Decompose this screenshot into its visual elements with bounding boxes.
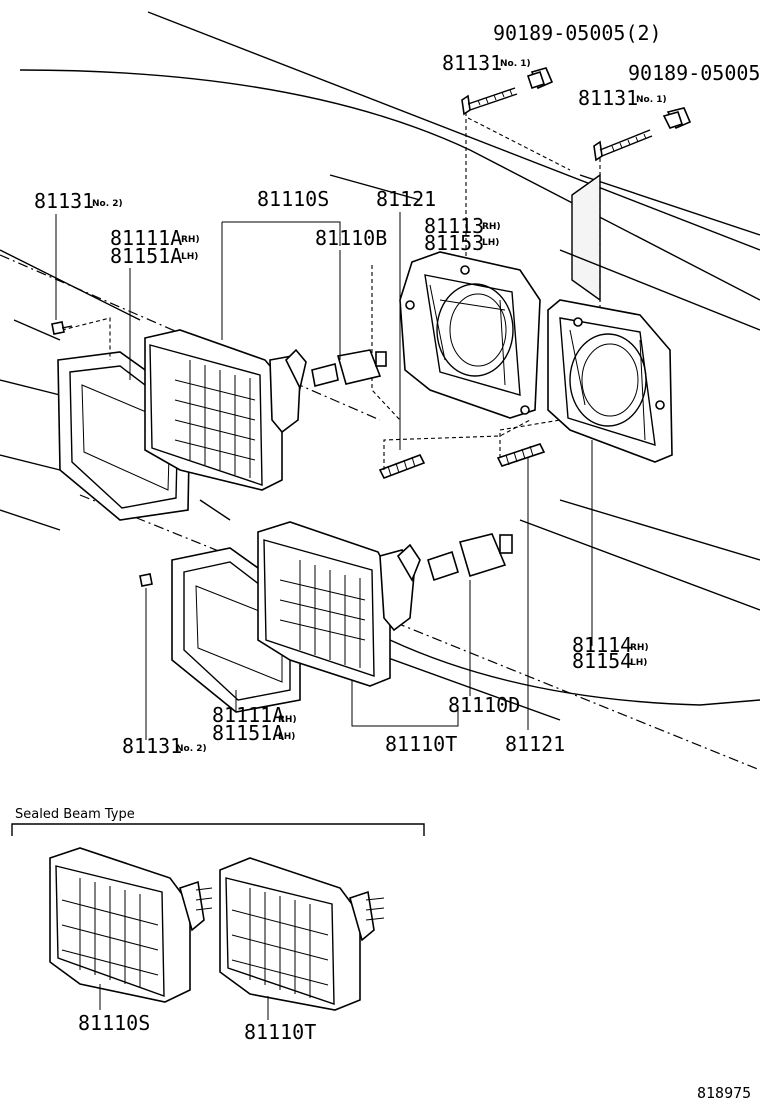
spring-81121-b xyxy=(496,443,546,467)
label-81131-left: 81131 xyxy=(34,189,94,213)
screw-81131-no2-bottom xyxy=(139,573,153,587)
label-81131-left-note: No. 2) xyxy=(92,199,123,209)
label-81131-bottom: 81131 xyxy=(122,734,182,758)
bulb-81110b xyxy=(311,349,387,387)
headlamp-unit-81110t xyxy=(257,521,421,687)
label-81113-side: RH) xyxy=(482,222,501,232)
nut-90189-b xyxy=(662,107,692,130)
part-labels: 90189-05005(2) 81131 No. 1) 90189-05005(… xyxy=(15,21,760,1102)
sealed-beam-bracket xyxy=(11,823,425,836)
label-81154: 81154 xyxy=(572,649,632,673)
label-81121-top: 81121 xyxy=(376,187,436,211)
sealed-beam-81110s xyxy=(49,847,213,1003)
section-title-sealed-beam: Sealed Beam Type xyxy=(15,807,135,822)
bulb-81110d xyxy=(427,533,513,582)
headlamp-unit-81110s xyxy=(144,329,307,491)
bracket-81114 xyxy=(547,299,673,463)
label-81131-a-note: No. 1) xyxy=(500,59,531,69)
label-81131-a: 81131 xyxy=(442,51,502,75)
spring-81121-a xyxy=(378,453,426,480)
label-81110b: 81110B xyxy=(315,226,387,250)
label-90189-a: 90189-05005(2) xyxy=(493,21,662,45)
label-81111a-upper-side: RH) xyxy=(181,235,200,245)
label-81114: 81114 xyxy=(572,633,632,657)
label-81151a-lower: 81151A xyxy=(212,721,284,745)
nut-90189-a xyxy=(526,67,554,90)
label-81151a-upper-side: LH) xyxy=(181,252,198,262)
sealed-beam-81110t xyxy=(219,857,385,1011)
label-81131-bottom-note: No. 2) xyxy=(176,744,207,754)
label-81111a-lower-side: RH) xyxy=(278,715,297,725)
label-81153: 81153 xyxy=(424,231,484,255)
label-81131-b: 81131 xyxy=(578,86,638,110)
label-81110t: 81110T xyxy=(385,732,457,756)
label-81151a-lower-side: LH) xyxy=(278,732,295,742)
label-81154-side: LH) xyxy=(630,658,647,668)
label-81110s-top: 81110S xyxy=(257,187,329,211)
body-panel-outline xyxy=(0,11,760,771)
label-81151a-upper: 81151A xyxy=(110,244,182,268)
leader-upper-screw xyxy=(61,317,111,360)
label-81111a-upper: 81111A xyxy=(110,226,182,250)
label-sealed-81110s: 81110S xyxy=(78,1011,150,1035)
bolt-81131-a xyxy=(461,87,518,116)
diagram-reference-number: 818975 xyxy=(697,1084,751,1102)
label-81121-bottom: 81121 xyxy=(505,732,565,756)
label-81153-side: LH) xyxy=(482,238,499,248)
label-81111a-lower: 81111A xyxy=(212,703,284,727)
label-81131-b-note: No. 1) xyxy=(636,95,667,105)
housing-81113 xyxy=(399,251,541,419)
label-81113: 81113 xyxy=(424,214,484,238)
label-90189-b: 90189-05005(2 xyxy=(628,61,760,85)
label-81110d: 81110D xyxy=(448,693,520,717)
screw-81131-no2-left xyxy=(51,321,73,335)
label-sealed-81110t: 81110T xyxy=(244,1020,316,1044)
bolt-81131-b xyxy=(593,129,653,162)
label-81114-side: RH) xyxy=(630,643,649,653)
